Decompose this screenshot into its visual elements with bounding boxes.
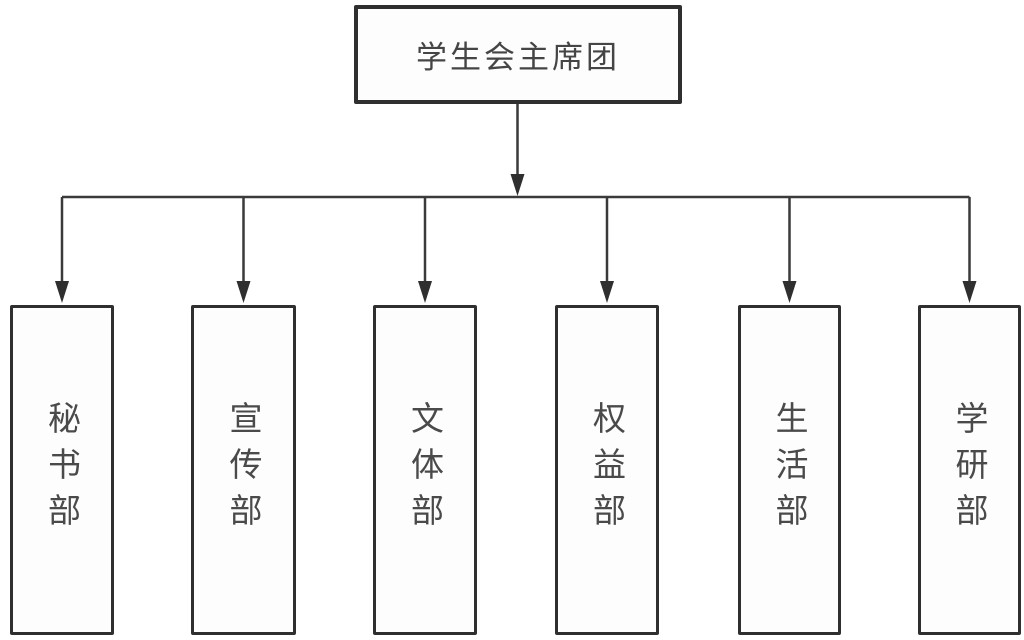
node-rights-dept: 权益部 xyxy=(555,305,659,635)
arrowhead-down-icon xyxy=(55,281,69,303)
node-life-dept: 生活部 xyxy=(738,305,841,635)
connector-drop-4 xyxy=(600,197,614,303)
arrowhead-down-icon xyxy=(418,281,432,303)
arrowhead-down-icon xyxy=(962,281,977,303)
node-publicity-dept: 宣传部 xyxy=(191,305,296,635)
connector-drop-6 xyxy=(962,197,977,303)
node-culture-sports-dept: 文体部 xyxy=(373,305,477,635)
connector-drop-3 xyxy=(418,197,432,303)
node-study-research-dept: 学研部 xyxy=(918,305,1021,635)
connector-drop-5 xyxy=(782,197,797,303)
node-culture-sports-dept-label: 文体部 xyxy=(406,401,444,539)
arrowhead-down-icon xyxy=(600,281,614,303)
connector-drop-1 xyxy=(55,197,69,303)
arrowhead-down-icon xyxy=(510,174,525,196)
connector-root xyxy=(510,104,525,196)
arrowhead-down-icon xyxy=(236,281,251,303)
arrowhead-down-icon xyxy=(782,281,797,303)
node-secretariat-dept: 秘书部 xyxy=(10,305,114,635)
connector-drop-2 xyxy=(236,197,251,303)
node-presidium: 学生会主席团 xyxy=(354,5,682,104)
node-secretariat-dept-label: 秘书部 xyxy=(43,401,81,539)
node-life-dept-label: 生活部 xyxy=(771,401,808,539)
node-rights-dept-label: 权益部 xyxy=(588,401,626,539)
node-presidium-label: 学生会主席团 xyxy=(416,40,620,75)
node-publicity-dept-label: 宣传部 xyxy=(225,401,262,539)
node-study-research-dept-label: 学研部 xyxy=(951,401,988,539)
